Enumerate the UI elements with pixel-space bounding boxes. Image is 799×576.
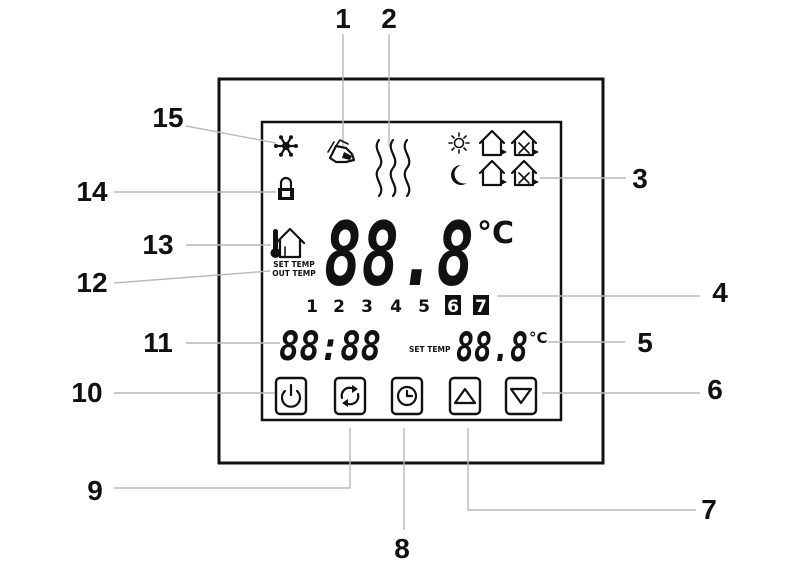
svg-text:2: 2 [333,297,345,317]
leader-9 [114,428,351,489]
clock-icon [396,385,418,407]
day-indicator-4: 4 [390,297,402,317]
day-indicator-1: 1 [306,297,318,317]
callout-8: 8 [394,533,410,564]
leader-12 [113,270,271,284]
leader-15 [185,125,277,144]
svg-text:5: 5 [418,297,430,317]
day-indicator-6: 6 [445,295,461,317]
house-home-night-icon [478,159,507,187]
svg-text:6: 6 [447,297,459,317]
day-indicator-7: 7 [473,295,489,317]
callout-4: 4 [712,277,728,308]
day-indicator-5: 5 [418,297,430,317]
set-temp-unit: °C [529,329,548,347]
svg-text:4: 4 [390,297,402,317]
mode-button[interactable] [333,376,367,416]
callout-5: 5 [637,327,653,358]
svg-text:1: 1 [306,297,318,317]
lock-icon [278,176,294,200]
set-temp-label: SET TEMP [409,345,451,354]
clock-button[interactable] [390,376,424,416]
day-indicator-2: 2 [333,297,345,317]
clock-display: 88:88 [279,324,381,370]
svg-text:3: 3 [361,297,373,317]
sensor-label-out-temp: OUT TEMP [272,269,316,278]
house-thermometer-icon [270,227,306,259]
house-away-night-icon [510,159,539,187]
callout-13: 13 [142,229,173,260]
callout-6: 6 [707,374,723,405]
callout-2: 2 [381,3,397,34]
main-temperature: 88.8 [324,203,474,306]
svg-text:7: 7 [475,297,487,317]
set-temp-value: 88.8 [456,325,528,371]
hand-touch-icon [327,139,356,164]
arrow-down-icon [509,387,533,405]
leader-7 [467,428,696,511]
callout-10: 10 [71,377,102,408]
main-temperature-unit: °C [477,216,514,251]
leader-lines [113,34,700,530]
house-home-icon [478,129,507,157]
house-away-icon [510,129,539,157]
power-button[interactable] [274,376,308,416]
callout-9: 9 [87,475,103,506]
program-mode-icons [448,129,539,187]
callout-3: 3 [632,163,648,194]
callout-12: 12 [76,267,107,298]
moon-icon [451,165,467,185]
day-indicator-3: 3 [361,297,373,317]
arrow-up-icon [453,387,477,405]
heating-waves-icon [375,138,411,198]
callout-1: 1 [335,3,351,34]
snowflake-icon [274,135,298,157]
callout-11: 11 [143,327,173,358]
down-button[interactable] [504,376,538,416]
callout-7: 7 [701,494,717,525]
callout-15: 15 [152,102,183,133]
mode-cycle-icon [340,385,360,407]
sensor-label-set-temp: SET TEMP [273,260,315,269]
lcd-panel [260,120,563,422]
callout-14: 14 [76,176,108,207]
power-icon [280,383,302,408]
sun-icon [448,132,470,154]
up-button[interactable] [448,376,482,416]
